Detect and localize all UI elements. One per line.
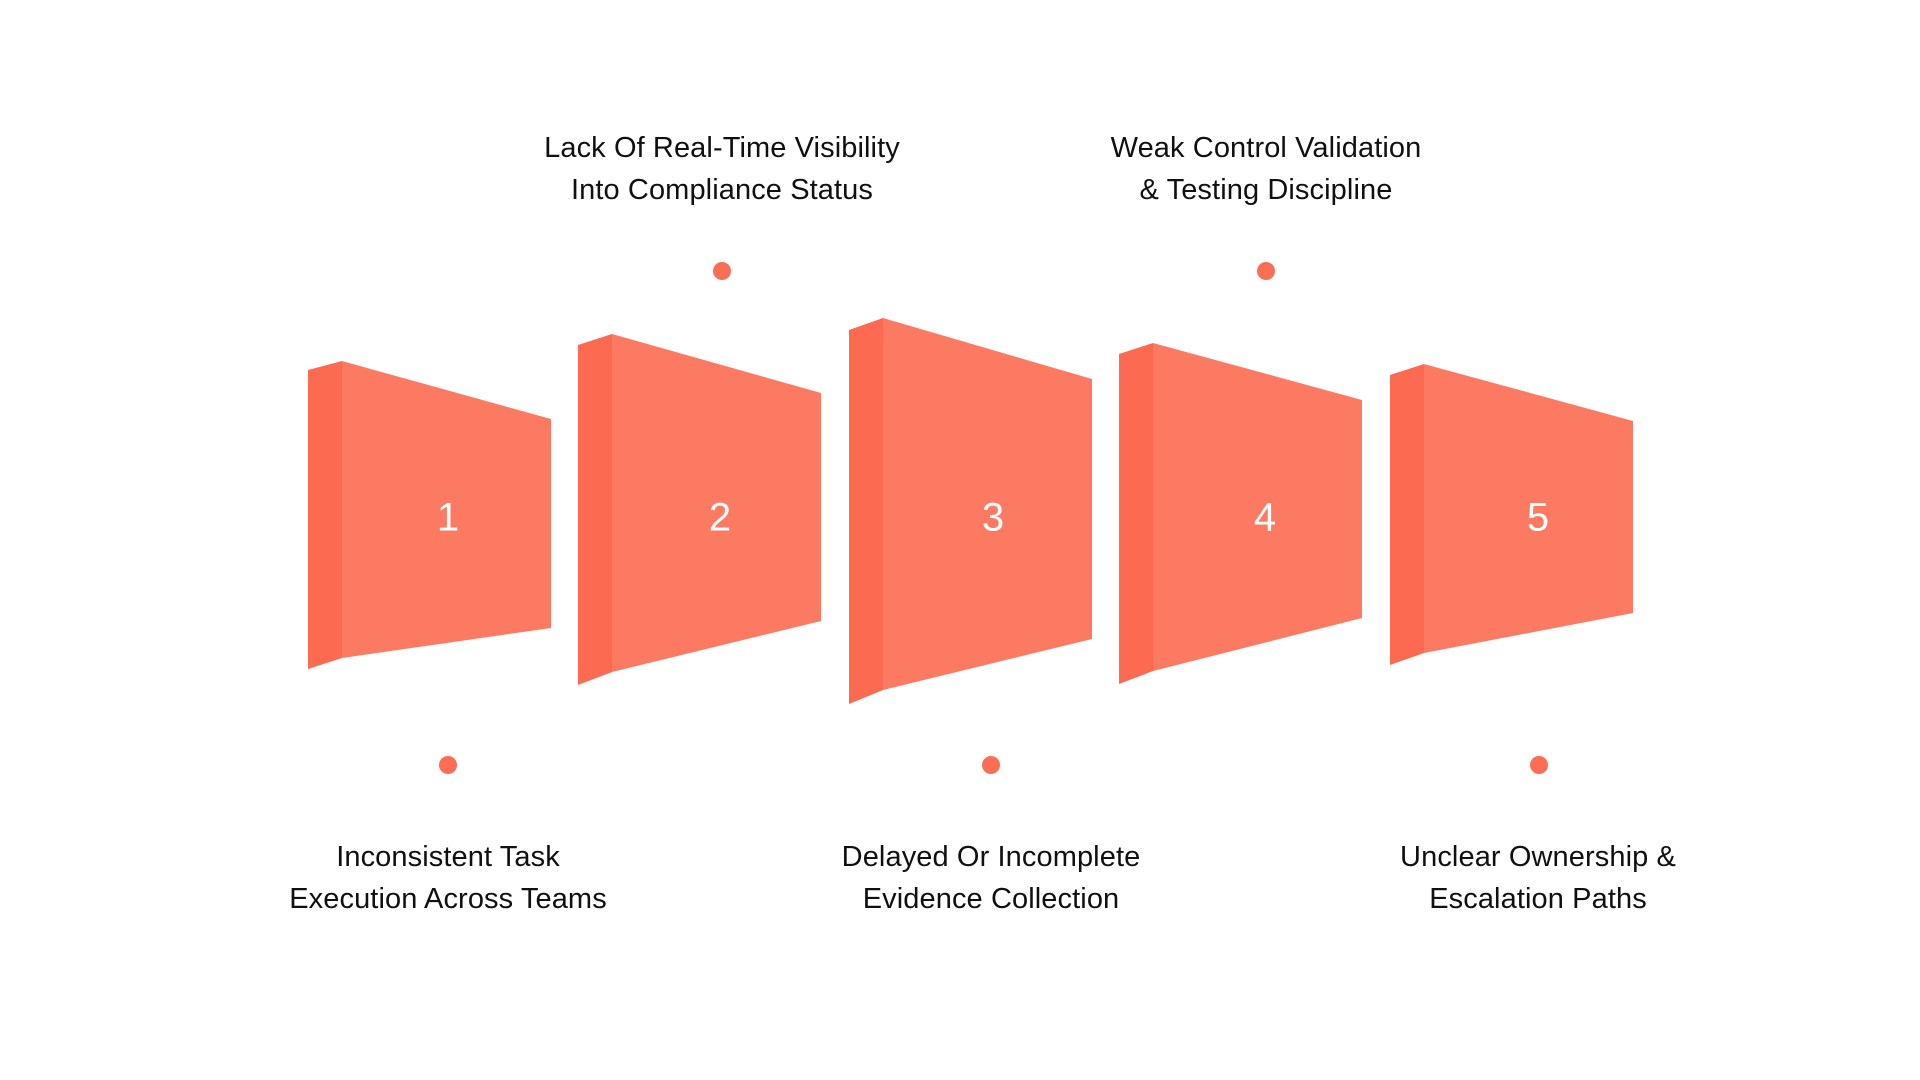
step-label-2: Lack Of Real-Time Visibility Into Compli… xyxy=(544,132,900,206)
block-5-front-face xyxy=(1424,364,1633,653)
step-label-3: Delayed Or Incomplete Evidence Collectio… xyxy=(841,841,1141,915)
connector-dot-5 xyxy=(1530,756,1548,774)
block-4-front-face xyxy=(1153,343,1362,671)
process-block-1[interactable] xyxy=(308,361,551,669)
block-2-front-face xyxy=(612,334,821,672)
connector-dot-1 xyxy=(439,756,457,774)
connector-dot-2 xyxy=(713,262,731,280)
process-block-3[interactable] xyxy=(849,318,1092,704)
step-label-1: Inconsistent Task Execution Across Teams xyxy=(289,841,607,915)
block-3-front-face xyxy=(883,318,1092,690)
step-label-4: Weak Control Validation & Testing Discip… xyxy=(1110,132,1422,206)
block-4-side-face xyxy=(1119,343,1153,684)
process-block-4[interactable] xyxy=(1119,343,1362,684)
block-1-side-face xyxy=(308,361,342,669)
block-3-side-face xyxy=(849,318,883,704)
process-block-5[interactable] xyxy=(1390,364,1633,665)
step-label-5: Unclear Ownership & Escalation Paths xyxy=(1400,841,1676,915)
block-2-side-face xyxy=(578,334,612,685)
block-5-side-face xyxy=(1390,364,1424,665)
block-1-front-face xyxy=(342,361,551,658)
process-block-2[interactable] xyxy=(578,334,821,685)
connector-dot-4 xyxy=(1257,262,1275,280)
connector-dot-3 xyxy=(982,756,1000,774)
